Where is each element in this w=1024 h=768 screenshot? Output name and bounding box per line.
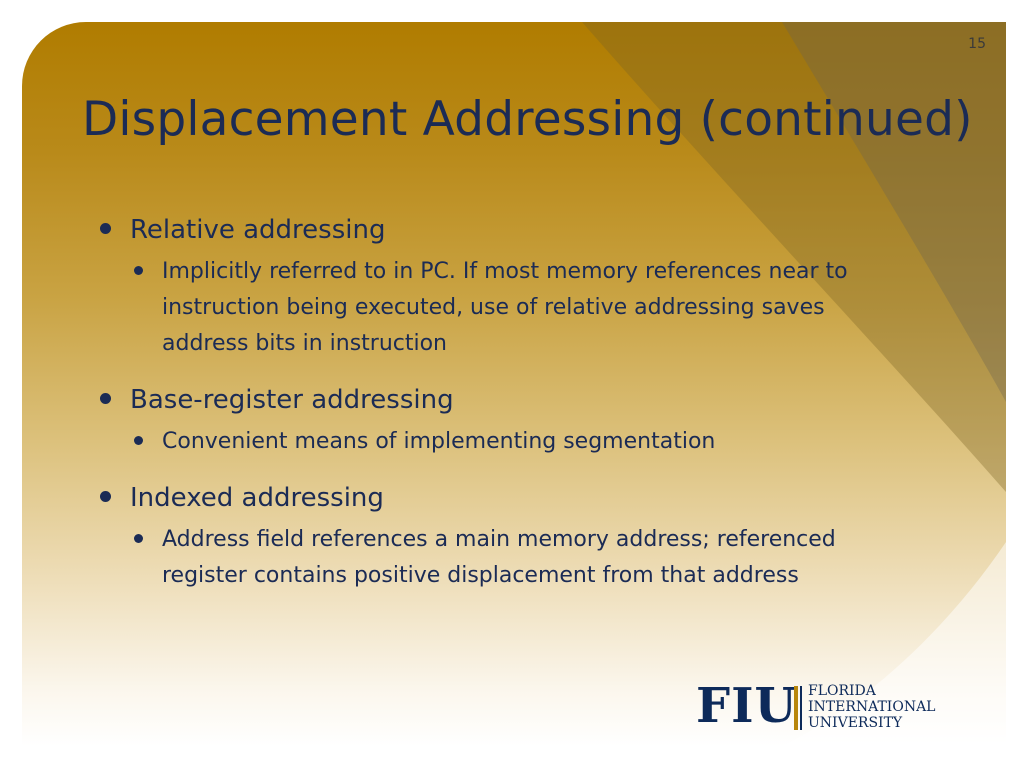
sub-bullet-dot: [134, 534, 143, 543]
bullet-relative-addressing: Relative addressing: [100, 212, 900, 248]
bullet-label: Relative addressing: [130, 215, 386, 245]
logo-line-florida: FLORIDA: [808, 683, 876, 699]
slide-title: Displacement Addressing (continued): [82, 92, 973, 147]
logo-line-international: INTERNATIONAL: [808, 699, 936, 715]
slide-background: 15 Displacement Addressing (continued) R…: [22, 22, 1006, 746]
sub-bullet-dot: [134, 436, 143, 445]
sub-bullet-dot: [134, 266, 143, 275]
bullet-label: Indexed addressing: [130, 483, 384, 513]
sub-bullet: Address field references a main memory a…: [100, 522, 900, 594]
bullet-base-register-addressing: Base-register addressing: [100, 382, 900, 418]
bullet-list: Relative addressing Implicitly referred …: [100, 212, 900, 594]
sub-bullet: Implicitly referred to in PC. If most me…: [100, 254, 900, 362]
logo-wordmark: FLORIDA INTERNATIONAL UNIVERSITY: [808, 683, 935, 731]
sub-bullet: Convenient means of implementing segment…: [100, 424, 900, 460]
sub-bullet-text: Address field references a main memory a…: [162, 527, 836, 588]
bullet-label: Base-register addressing: [130, 385, 454, 415]
slide-number: 15: [968, 36, 986, 52]
logo-divider-gold: [794, 686, 798, 730]
logo-divider-blue: [800, 686, 802, 730]
bullet-dot: [100, 393, 111, 404]
bullet-dot: [100, 223, 111, 234]
bullet-dot: [100, 491, 111, 502]
sub-bullet-text: Implicitly referred to in PC. If most me…: [162, 259, 848, 356]
bullet-indexed-addressing: Indexed addressing: [100, 480, 900, 516]
logo-line-university: UNIVERSITY: [808, 715, 903, 731]
fiu-logo: FIU FLORIDA INTERNATIONAL UNIVERSITY: [696, 680, 956, 736]
logo-mark: FIU: [696, 678, 798, 734]
sub-bullet-text: Convenient means of implementing segment…: [162, 429, 716, 454]
